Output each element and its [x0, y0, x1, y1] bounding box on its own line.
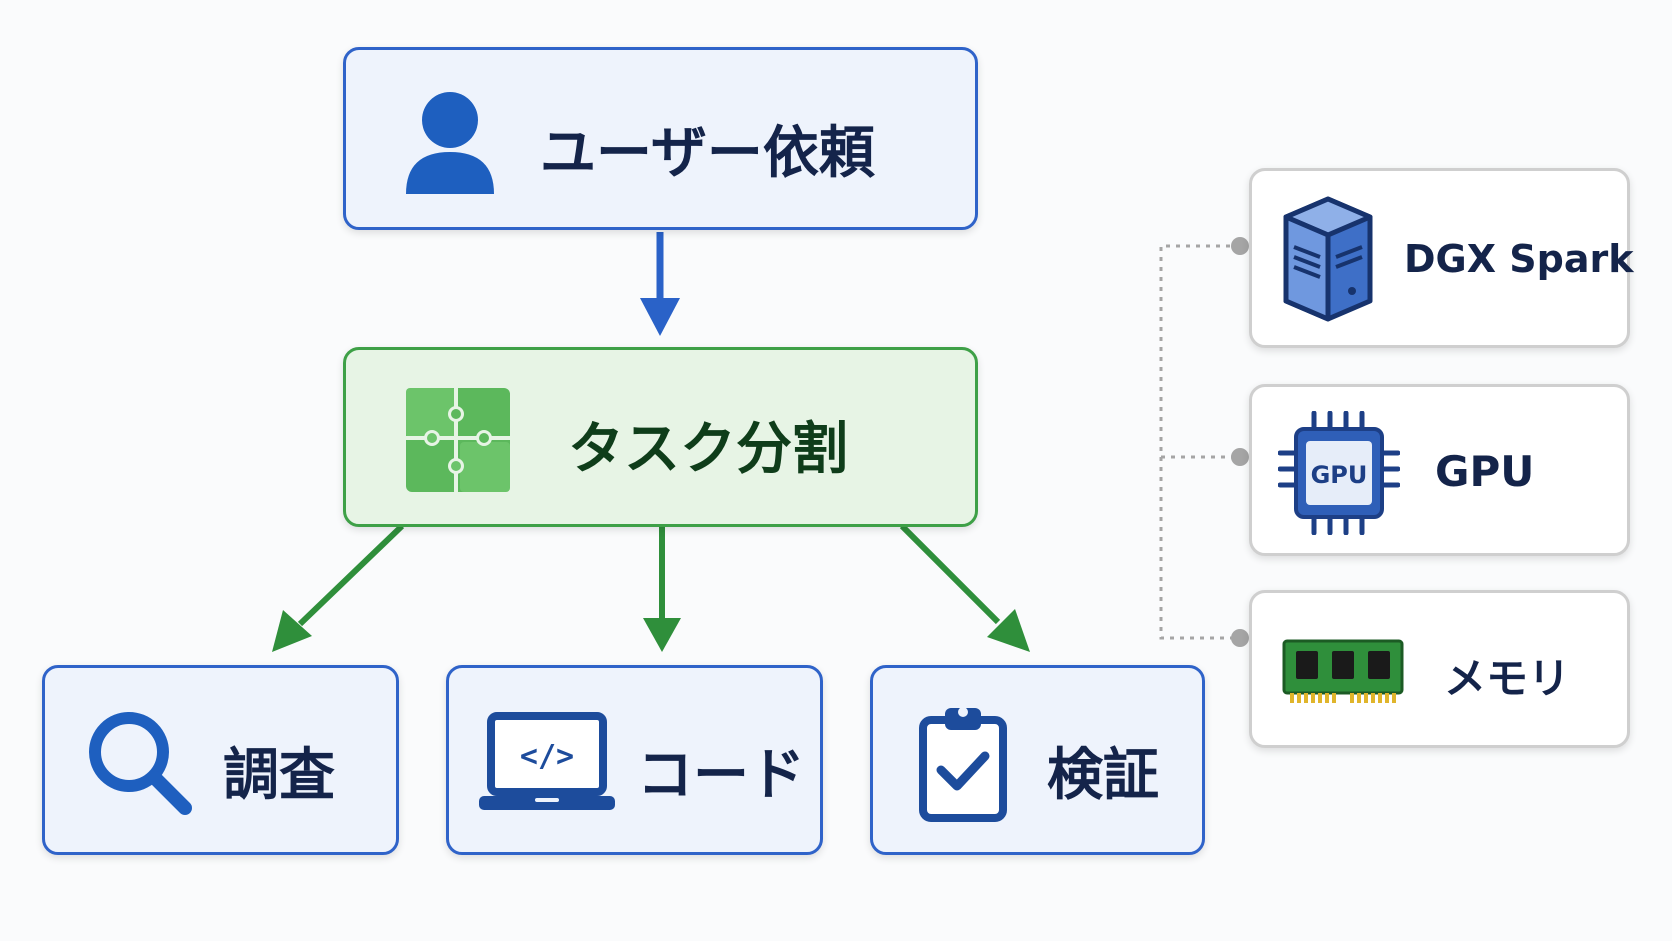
- gpu-chip-icon: GPU: [1278, 411, 1400, 535]
- memory-label: メモリ: [1444, 654, 1571, 703]
- research-label: 調査: [223, 743, 335, 808]
- arrow-user-to-task: [640, 232, 680, 336]
- connector-dot-gpu: [1231, 448, 1249, 466]
- arrow-task-to-verify: [899, 523, 1030, 652]
- connector-dot-dgx: [1231, 237, 1249, 255]
- server-icon: [1283, 196, 1373, 322]
- code-node: </> コード: [446, 665, 823, 855]
- memory-module-icon: [1282, 639, 1404, 703]
- arrow-task-to-code: [643, 526, 681, 652]
- puzzle-icon: [406, 388, 510, 492]
- research-node: 調査: [42, 665, 399, 855]
- gpu-chip-text: GPU: [1311, 461, 1368, 489]
- clipboard-check-icon: [919, 707, 1007, 822]
- code-label: コード: [637, 743, 805, 808]
- connector-dot-memory: [1231, 629, 1249, 647]
- user-request-label: ユーザー依頼: [540, 121, 875, 186]
- task-split-node: タスク分割: [343, 347, 978, 527]
- arrow-task-to-research: [272, 523, 405, 652]
- gpu-node: GPU GPU: [1249, 384, 1630, 556]
- user-request-node: ユーザー依頼: [343, 47, 978, 230]
- magnifier-icon: [89, 712, 192, 815]
- resource-connectors: [1159, 244, 1240, 640]
- dgx-spark-label: DGX Spark: [1404, 237, 1634, 281]
- memory-node: メモリ: [1249, 590, 1630, 748]
- svg-text:</>: </>: [520, 739, 574, 774]
- task-split-label: タスク分割: [568, 417, 848, 482]
- dgx-spark-node: DGX Spark: [1249, 168, 1634, 348]
- user-icon: [406, 92, 494, 194]
- laptop-code-icon: </>: [479, 712, 615, 810]
- gpu-label: GPU: [1435, 447, 1535, 496]
- verify-node: 検証: [870, 665, 1205, 855]
- verify-label: 検証: [1047, 743, 1159, 808]
